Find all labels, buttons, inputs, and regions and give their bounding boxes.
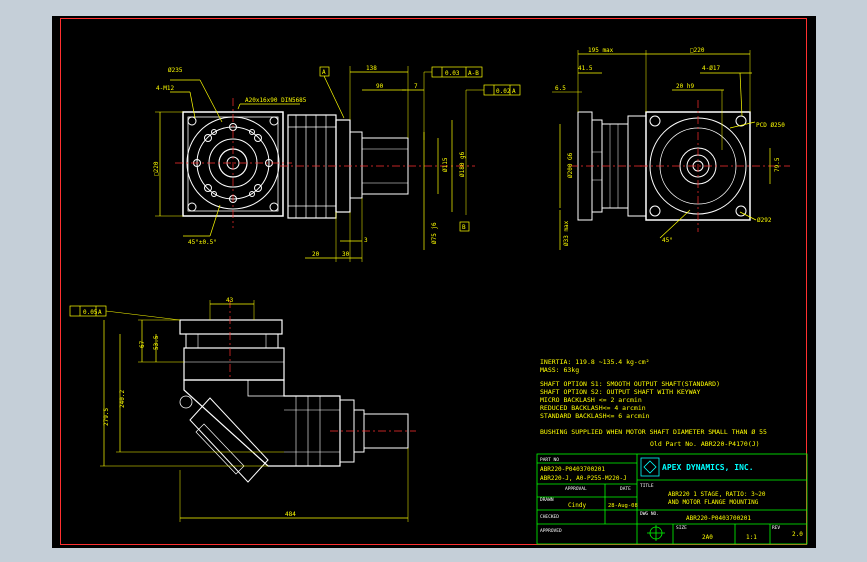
- gdt-flatness-ref: A: [98, 309, 102, 316]
- dim-195max: 195 max: [588, 47, 614, 54]
- note-micro-backlash: MICRO BACKLASH <= 2 arcmin: [540, 396, 642, 404]
- drawn-date: 28-Aug-08: [608, 503, 638, 509]
- drawing-canvas[interactable]: [52, 16, 816, 548]
- dim-79-5: 79.5: [774, 157, 781, 172]
- bottom-view: 0.05 A 43 67 53.5 240.2 279.5 484: [69, 297, 416, 522]
- size-label: SIZE: [676, 525, 687, 531]
- dim-square-220: □220: [690, 47, 705, 54]
- datum-a-tag: A: [322, 69, 326, 76]
- dwg-no: ABR220-P0403700201: [686, 515, 751, 522]
- approval-label: APPROVAL: [565, 486, 587, 492]
- dim-d180: Ø180 g6: [459, 151, 466, 177]
- top-view: Ø235 4-M12 A20x16x90 DIN5685 □220 45°±0.…: [153, 67, 307, 246]
- dim-240-2: 240.2: [119, 390, 126, 408]
- dim-53-5: 53.5: [153, 335, 160, 350]
- dim-279-5: 279.5: [103, 408, 110, 426]
- part-no-2: ABR220-J, A0-P255-M220-J: [540, 475, 627, 482]
- notes-block: INERTIA: 119.8 ~135.4 kg-cm² MASS: 63kg …: [540, 358, 767, 448]
- holes-m12-label: 4-M12: [156, 85, 174, 92]
- dim-holes-4-17: 4-Ø17: [702, 65, 720, 72]
- company-logo-icon: [643, 460, 657, 474]
- dim-67: 67: [139, 340, 146, 348]
- note-mass: MASS: 63kg: [540, 366, 579, 374]
- drawn-by: Cindy: [568, 502, 586, 509]
- square-220-label: □220: [153, 161, 160, 176]
- dim-484: 484: [285, 511, 296, 518]
- dim-6-5: 6.5: [555, 85, 566, 92]
- dim-41-5: 41.5: [578, 65, 593, 72]
- dim-d200: Ø200 G6: [567, 152, 574, 178]
- dim-20h9: 20 h9: [676, 83, 694, 90]
- dim-138: 138: [366, 65, 377, 72]
- note-old-part: Old Part No. ABR220-P4170(J): [650, 440, 760, 448]
- dim-90: 90: [376, 83, 384, 90]
- note-standard-backlash: STANDARD BACKLASH<= 6 arcmin: [540, 412, 650, 420]
- dim-43: 43: [226, 297, 234, 304]
- company-name: APEX DYNAMICS, INC.: [662, 463, 754, 472]
- approved-label: APPROVED: [540, 528, 562, 534]
- front-view: 195 max 41.5 □220 4-Ø17 20 h9 PCD Ø250 7…: [552, 47, 790, 250]
- rev-value: 2.0: [792, 531, 803, 538]
- diameter-235-label: Ø235: [168, 67, 183, 74]
- spline-label: A20x16x90 DIN5685: [245, 97, 307, 104]
- title-line-1: ABR220 1 STAGE, RATIO: 3~20: [668, 491, 766, 498]
- rev-label: REV: [772, 525, 780, 531]
- note-inertia: INERTIA: 119.8 ~135.4 kg-cm²: [540, 358, 650, 366]
- title-label: TITLE: [640, 483, 654, 489]
- gdt-position-ref: A-B: [468, 70, 479, 77]
- note-shaft-s2: SHAFT OPTION S2: OUTPUT SHAFT WITH KEYWA…: [540, 388, 701, 396]
- dwg-no-label: DWG NO.: [640, 511, 659, 517]
- note-shaft-s1: SHAFT OPTION S1: SMOOTH OUTPUT SHAFT(STA…: [540, 380, 720, 388]
- dim-angle-45: 45°: [662, 237, 673, 244]
- size-value: 2A0: [702, 534, 713, 541]
- datum-b-tag: B: [462, 224, 466, 231]
- gdt-position-value: 0.03: [445, 70, 460, 77]
- note-reduced-backlash: REDUCED BACKLASH<= 4 arcmin: [540, 404, 646, 412]
- date-label: DATE: [620, 486, 631, 492]
- gdt-runout-ref: A: [512, 88, 516, 95]
- title-line-2: AND MOTOR FLANGE MOUNTING: [668, 499, 759, 506]
- dim-7: 7: [414, 83, 418, 90]
- dim-d292: Ø292: [757, 217, 772, 224]
- dim-d115: Ø115: [442, 157, 449, 172]
- gdt-flatness-value: 0.05: [83, 309, 98, 316]
- checked-label: CHECKED: [540, 514, 559, 520]
- drawn-label: DRAWN: [540, 497, 554, 503]
- scale-value: 1:1: [746, 534, 757, 541]
- part-no-1: ABR220-P0403700201: [540, 466, 605, 473]
- title-block-text: PART NO ABR220-P0403700201 ABR220-J, A0-…: [540, 457, 803, 541]
- part-no-label: PART NO: [540, 457, 559, 463]
- dim-3: 3: [364, 237, 368, 244]
- dim-d33max: Ø33 max: [563, 220, 570, 246]
- gdt-runout-value: 0.02: [496, 88, 511, 95]
- note-bushing: BUSHING SUPPLIED WHEN MOTOR SHAFT DIAMET…: [540, 428, 767, 436]
- dim-d75: Ø75 j6: [431, 222, 438, 244]
- dim-30: 30: [342, 251, 350, 258]
- angle-label: 45°±0.5°: [188, 239, 217, 246]
- dim-20: 20: [312, 251, 320, 258]
- dim-pcd: PCD Ø250: [756, 122, 785, 129]
- title-block: [536, 453, 808, 545]
- drawing-border: [60, 18, 807, 545]
- side-view: A 138 90 7 0.03 A-B 0.02 A Ø115 Ø180 g6 …: [280, 65, 521, 262]
